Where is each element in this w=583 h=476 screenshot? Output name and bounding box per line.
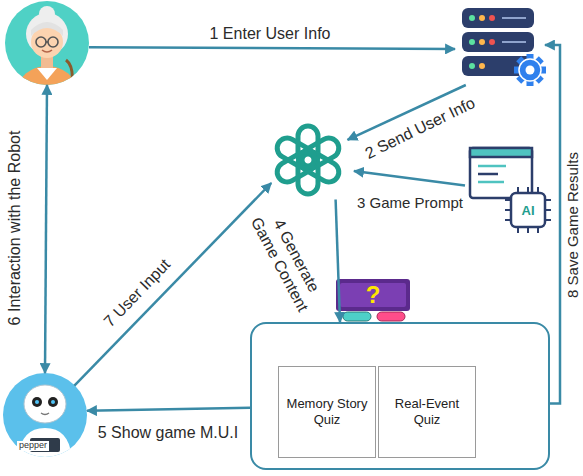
- game-panel: Memory Story QuizReal-Event Quiz: [250, 322, 550, 470]
- robot-name: pepper: [17, 441, 49, 451]
- quiz-box: Memory Story Quiz: [278, 366, 376, 458]
- ai-chip-text: AI: [522, 204, 535, 217]
- database: [455, 5, 545, 85]
- step-label: 6 Interaction with the Robot: [5, 128, 24, 329]
- step-label: 7 User Input: [98, 253, 177, 333]
- prompt-node: [465, 145, 555, 235]
- quiz-box: Real-Event Quiz: [378, 366, 476, 458]
- step-label: 4 Generate Game Content: [243, 199, 332, 321]
- database-icon: [462, 8, 546, 86]
- step-label: 3 Game Prompt: [354, 194, 466, 212]
- flow-arrow: [336, 200, 340, 322]
- step-label: 8 Save Game Results: [564, 149, 582, 301]
- quiz-title: Real-Event Quiz: [379, 396, 475, 429]
- flow-arrow: [87, 408, 250, 411]
- elder-user: [5, 1, 89, 85]
- game-icon: [336, 279, 410, 321]
- llm-logo: [274, 126, 343, 194]
- flow-arrow: [89, 47, 455, 49]
- prompt-icon: [470, 148, 551, 233]
- game-question-mark: ?: [366, 283, 381, 307]
- step-label: 1 Enter User Info: [207, 24, 334, 43]
- flow-arrow: [74, 183, 271, 386]
- flow-arrow: [545, 45, 560, 403]
- step-label: 2 Send User Info: [359, 92, 481, 165]
- robot-icon: [3, 373, 87, 460]
- flow-arrow: [45, 85, 47, 373]
- quiz-title: Memory Story Quiz: [279, 396, 375, 429]
- step-label: 5 Show game M.U.I: [95, 423, 242, 442]
- robot-node: pepper: [3, 373, 87, 457]
- flow-arrow: [354, 171, 465, 185]
- llm-node: [262, 114, 354, 206]
